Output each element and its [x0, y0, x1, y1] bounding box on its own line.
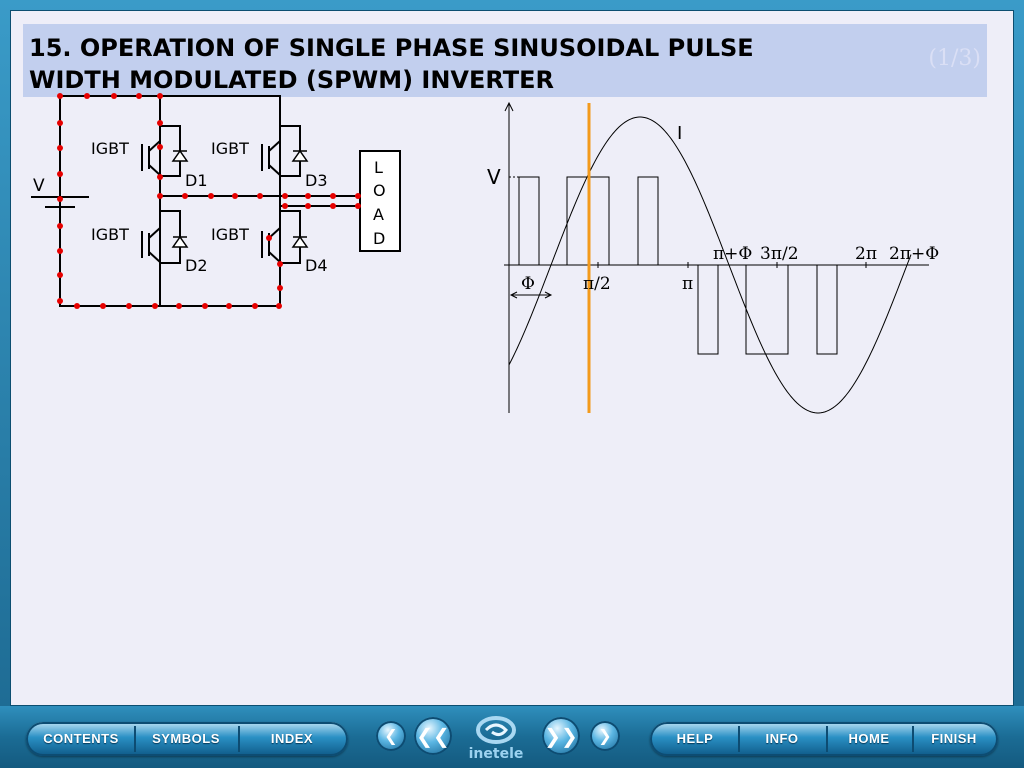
divider	[826, 726, 828, 752]
diode-label-d2: D2	[185, 256, 208, 275]
chevron-left-icon: ❮	[384, 726, 398, 745]
tick-2pi: 2π	[855, 244, 877, 264]
title-bar: 15. OPERATION OF SINGLE PHASE SINUSOIDAL…	[23, 24, 987, 97]
contents-button[interactable]: CONTENTS	[43, 731, 119, 746]
next-page-button[interactable]: ❯❯	[542, 717, 580, 755]
load-letter-o: O	[373, 181, 386, 200]
tick-pi: π	[682, 274, 693, 294]
current-label: I	[677, 123, 682, 144]
chevron-right-icon: ❯	[598, 726, 612, 745]
igbt-label-2: IGBT	[91, 225, 129, 244]
load-letter-a: A	[373, 205, 384, 224]
diode-label-d1: D1	[185, 171, 208, 190]
igbt-label-4: IGBT	[211, 225, 249, 244]
divider	[238, 726, 240, 752]
divider	[912, 726, 914, 752]
tick-pi-half: π/2	[583, 274, 611, 294]
igbt-label-1: IGBT	[91, 139, 129, 158]
right-nav-group: HELP INFO HOME FINISH	[650, 722, 998, 756]
voltage-label: V	[487, 165, 501, 189]
navigation-bar: CONTENTS SYMBOLS INDEX ❮ ❮❮ inetele ❯❯ ❯…	[0, 706, 1024, 768]
home-button[interactable]: HOME	[848, 731, 890, 746]
tick-pi-plus-phi: π+Φ	[713, 244, 752, 264]
previous-page-button[interactable]: ❮❮	[414, 717, 452, 755]
symbols-button[interactable]: SYMBOLS	[152, 731, 220, 746]
inetele-logo: inetele	[469, 716, 524, 762]
load-letter-l: L	[374, 158, 383, 177]
igbt-label-3: IGBT	[211, 139, 249, 158]
last-page-button[interactable]: ❯	[590, 721, 620, 751]
source-label: V	[33, 176, 45, 196]
tick-2pi-plus-phi: 2π+Φ	[889, 244, 939, 264]
slide-area: 15. OPERATION OF SINGLE PHASE SINUSOIDAL…	[10, 10, 1014, 706]
first-page-button[interactable]: ❮	[376, 721, 406, 751]
double-chevron-left-icon: ❮❮	[416, 724, 450, 748]
index-button[interactable]: INDEX	[270, 731, 314, 746]
diode-label-d4: D4	[305, 256, 328, 275]
help-button[interactable]: HELP	[676, 731, 714, 746]
logo-text: inetele	[469, 746, 524, 762]
finish-button[interactable]: FINISH	[931, 731, 977, 746]
divider	[738, 726, 740, 752]
load-letter-d: D	[373, 229, 385, 248]
phase-label: Φ	[521, 274, 535, 294]
diode-label-d3: D3	[305, 171, 328, 190]
left-nav-group: CONTENTS SYMBOLS INDEX	[26, 722, 348, 756]
circuit-diagram: V IGBT IGBT IGBT IGBT D1 D3 D2 D4 L O A …	[31, 93, 401, 309]
tick-3pi-half: 3π/2	[760, 244, 799, 264]
double-chevron-right-icon: ❯❯	[544, 724, 578, 748]
waveform-diagram: V I Φ π/2 π π+Φ 3π/2 2π 2π+Φ	[487, 101, 939, 414]
divider	[134, 726, 136, 752]
page-counter: (1/3)	[928, 46, 981, 71]
info-button[interactable]: INFO	[765, 731, 799, 746]
page-title: 15. OPERATION OF SINGLE PHASE SINUSOIDAL…	[29, 34, 754, 94]
